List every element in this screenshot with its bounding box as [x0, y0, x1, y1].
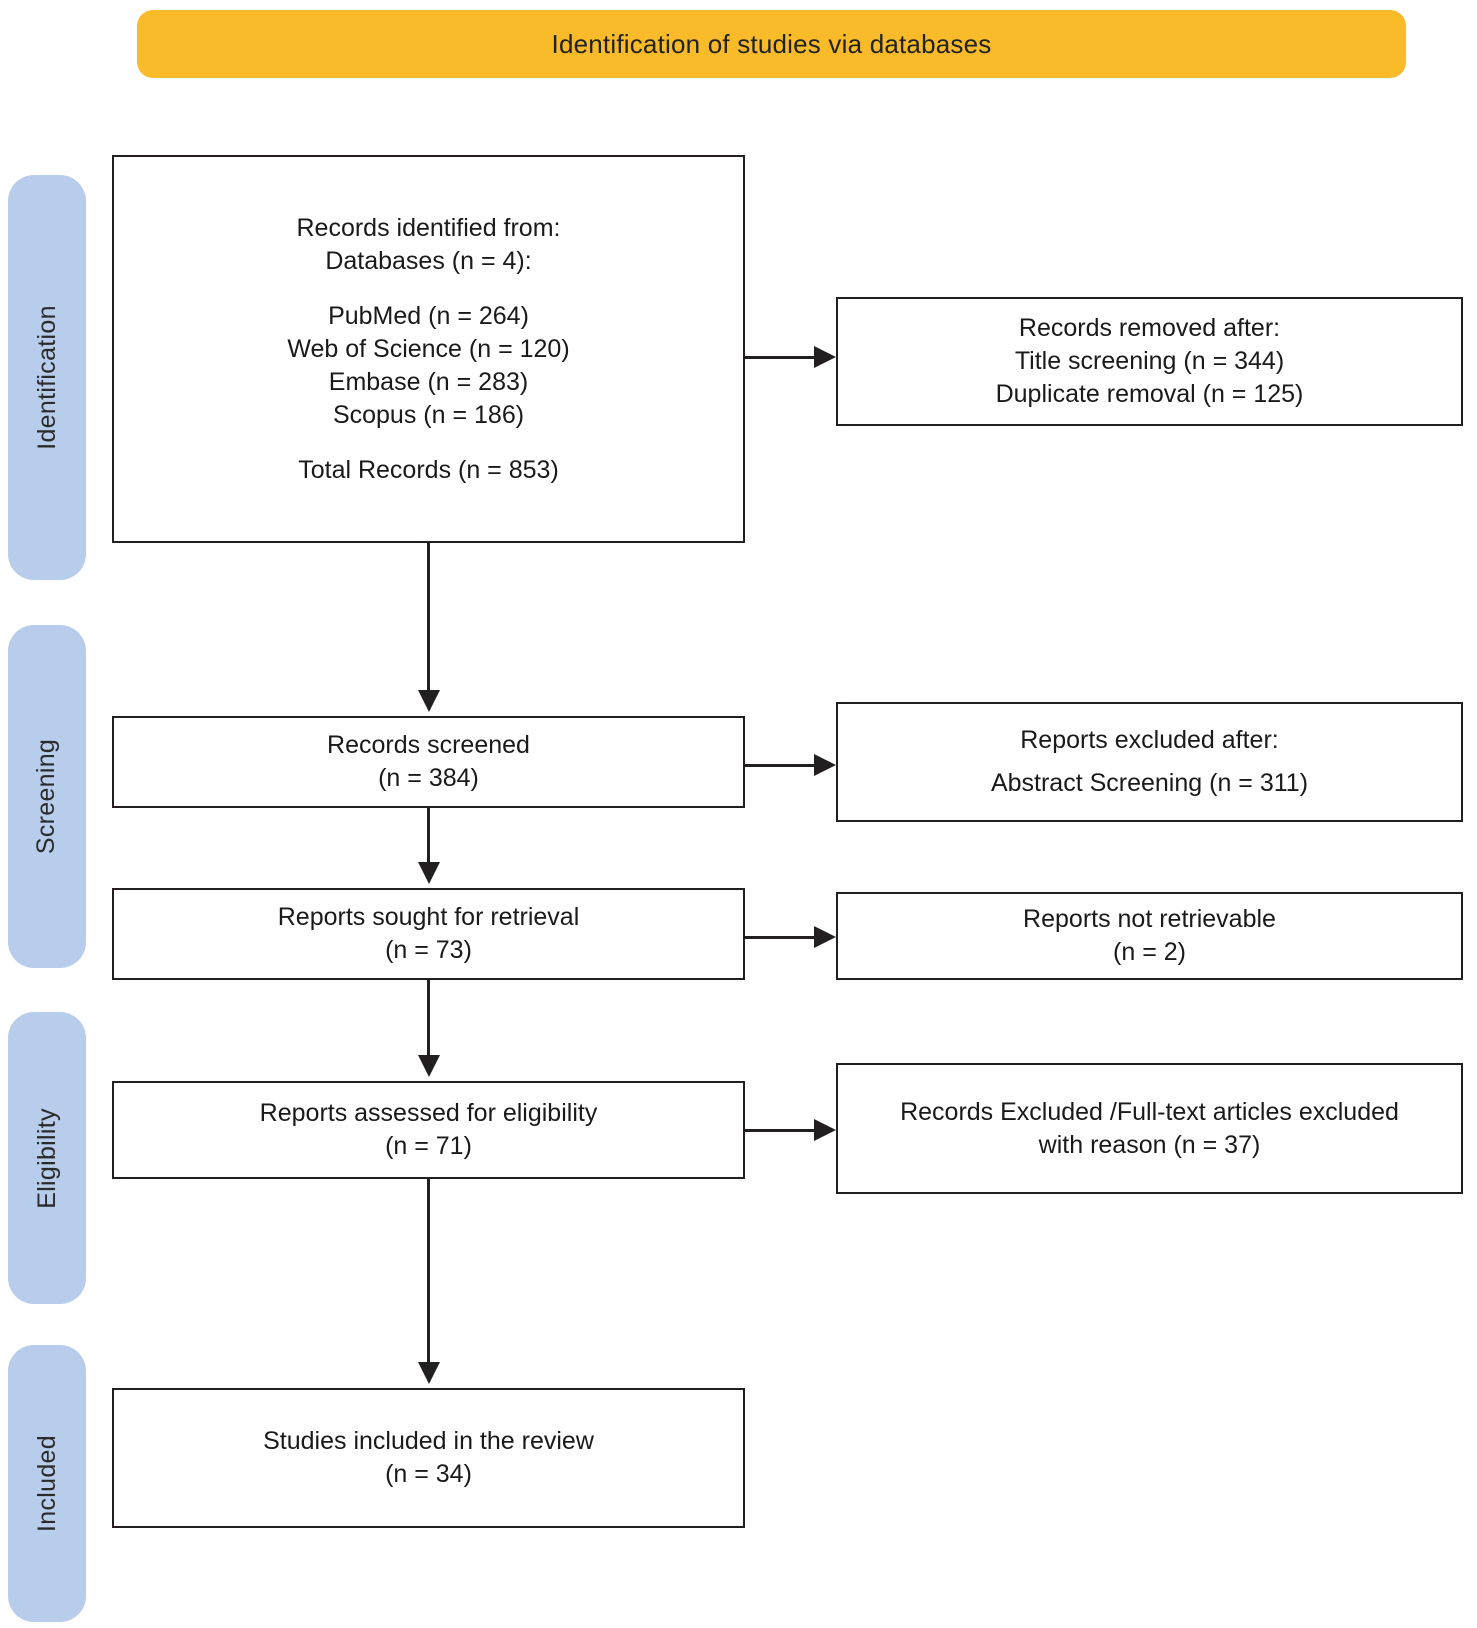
phase-bar-screening: Screening [8, 625, 86, 968]
reports-not-retrievable-label: Reports not retrievable [1023, 905, 1276, 933]
box-records-identified: Records identified from: Databases (n = … [112, 155, 745, 543]
records-removed-line-1: Records removed after: [1018, 314, 1281, 342]
connector-line-identification-to-removed [745, 356, 816, 359]
records-screened-count: (n = 384) [378, 764, 479, 792]
reports-not-retrievable-count: (n = 2) [1113, 938, 1186, 966]
phase-label-identification: Identification [32, 305, 61, 450]
box-studies-included: Studies included in the review (n = 34) [112, 1388, 745, 1528]
phase-label-screening: Screening [32, 738, 61, 855]
records-identified-source-pubmed: PubMed (n = 264) [328, 301, 529, 330]
reports-excluded-abstract-screening: Abstract Screening (n = 311) [990, 769, 1309, 797]
phase-bar-included: Included [8, 1345, 86, 1622]
box-records-screened: Records screened (n = 384) [112, 716, 745, 808]
box-reports-not-retrievable: Reports not retrievable (n = 2) [836, 892, 1463, 980]
reports-sought-count: (n = 73) [385, 936, 472, 964]
reports-sought-label: Reports sought for retrieval [277, 903, 580, 931]
connector-line-sought-to-assessed [427, 980, 430, 1057]
reports-assessed-label: Reports assessed for eligibility [259, 1099, 598, 1127]
records-identified-source-scopus: Scopus (n = 186) [332, 400, 525, 429]
arrow-assessed-to-excluded-fulltext [814, 1119, 836, 1141]
records-identified-line-2: Databases (n = 4): [325, 246, 532, 275]
records-excluded-fulltext-line-1: Records Excluded /Full-text articles exc… [900, 1097, 1399, 1126]
studies-included-label: Studies included in the review [263, 1427, 594, 1455]
connector-line-assessed-to-included [427, 1179, 430, 1365]
connector-line-identification-to-screened [427, 543, 430, 693]
phase-bar-eligibility: Eligibility [8, 1012, 86, 1304]
studies-included-count: (n = 34) [385, 1460, 472, 1488]
records-removed-title-screening: Title screening (n = 344) [1014, 347, 1285, 375]
arrow-sought-to-assessed [418, 1055, 440, 1077]
phase-label-included: Included [32, 1435, 61, 1532]
records-screened-label: Records screened [327, 731, 530, 759]
box-reports-excluded: Reports excluded after: Abstract Screeni… [836, 702, 1463, 822]
reports-assessed-count: (n = 71) [385, 1132, 472, 1160]
connector-line-assessed-to-excluded-fulltext [745, 1129, 816, 1132]
arrow-sought-to-not-retrievable [814, 926, 836, 948]
arrow-screened-to-excluded [814, 754, 836, 776]
records-identified-line-1: Records identified from: [296, 213, 561, 242]
box-records-excluded-fulltext: Records Excluded /Full-text articles exc… [836, 1063, 1463, 1194]
connector-line-screened-to-excluded [745, 764, 816, 767]
reports-excluded-line-1: Reports excluded after: [1020, 726, 1279, 754]
arrow-assessed-to-included [418, 1362, 440, 1384]
phase-bar-identification: Identification [8, 175, 86, 580]
arrow-identification-to-screened [418, 690, 440, 712]
records-identified-total: Total Records (n = 853) [298, 455, 559, 484]
records-removed-duplicates: Duplicate removal (n = 125) [995, 380, 1304, 408]
phase-label-eligibility: Eligibility [32, 1107, 61, 1209]
diagram-header-banner: Identification of studies via databases [137, 10, 1406, 78]
arrow-screened-to-sought [418, 862, 440, 884]
records-identified-source-embase: Embase (n = 283) [328, 367, 529, 396]
connector-line-screened-to-sought [427, 808, 430, 864]
records-excluded-fulltext-line-2: with reason (n = 37) [1038, 1130, 1261, 1159]
arrow-identification-to-removed [814, 346, 836, 368]
connector-line-sought-to-not-retrievable [745, 936, 816, 939]
diagram-title: Identification of studies via databases [551, 28, 992, 59]
box-records-removed: Records removed after: Title screening (… [836, 297, 1463, 426]
box-reports-assessed: Reports assessed for eligibility (n = 71… [112, 1081, 745, 1179]
box-reports-sought: Reports sought for retrieval (n = 73) [112, 888, 745, 980]
records-identified-source-web-of-science: Web of Science (n = 120) [287, 334, 570, 363]
